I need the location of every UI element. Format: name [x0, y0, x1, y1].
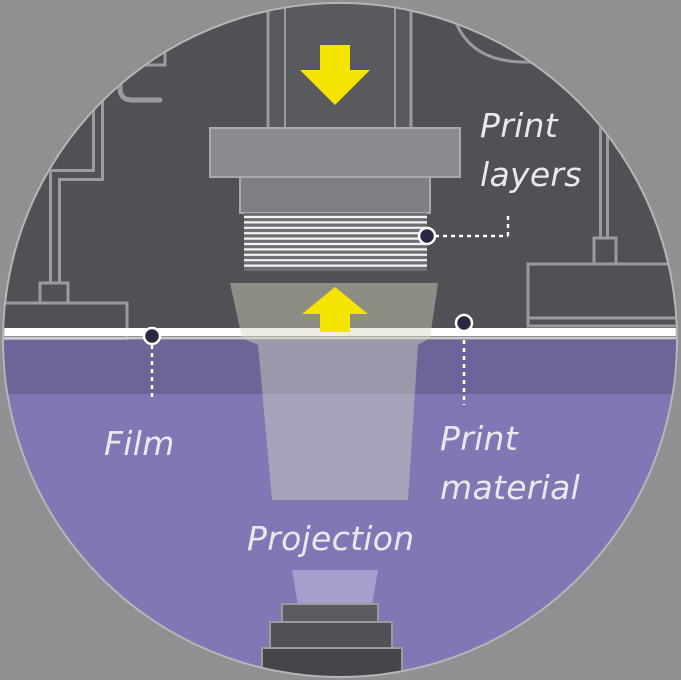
print-material-label-line1: Print: [440, 419, 519, 458]
print-layers-label-line2: layers: [480, 155, 582, 194]
down-arrow-icon: [300, 45, 370, 105]
up-arrow-icon: [302, 287, 368, 332]
build-plate-mount: [239, 176, 431, 214]
print-layers-dot: [417, 226, 437, 246]
projector-light: [292, 570, 378, 605]
film-dot: [142, 326, 162, 346]
top-left-bracket: [108, 4, 167, 67]
top-right-plate: [453, 4, 676, 64]
projection-beam: [230, 283, 438, 500]
print-layers-label-line1: Print: [480, 106, 559, 145]
resin-top-band: [4, 340, 676, 394]
print-layers: [244, 213, 427, 271]
hose-pipe: [117, 57, 163, 103]
right-base-block: [526, 262, 676, 328]
film-label: Film: [104, 424, 175, 463]
print-material-label-line2: material: [440, 468, 580, 507]
projection-label: Projection: [247, 519, 414, 558]
build-plate: [209, 127, 461, 178]
print-material-dot: [454, 313, 474, 333]
projector: [261, 603, 403, 676]
